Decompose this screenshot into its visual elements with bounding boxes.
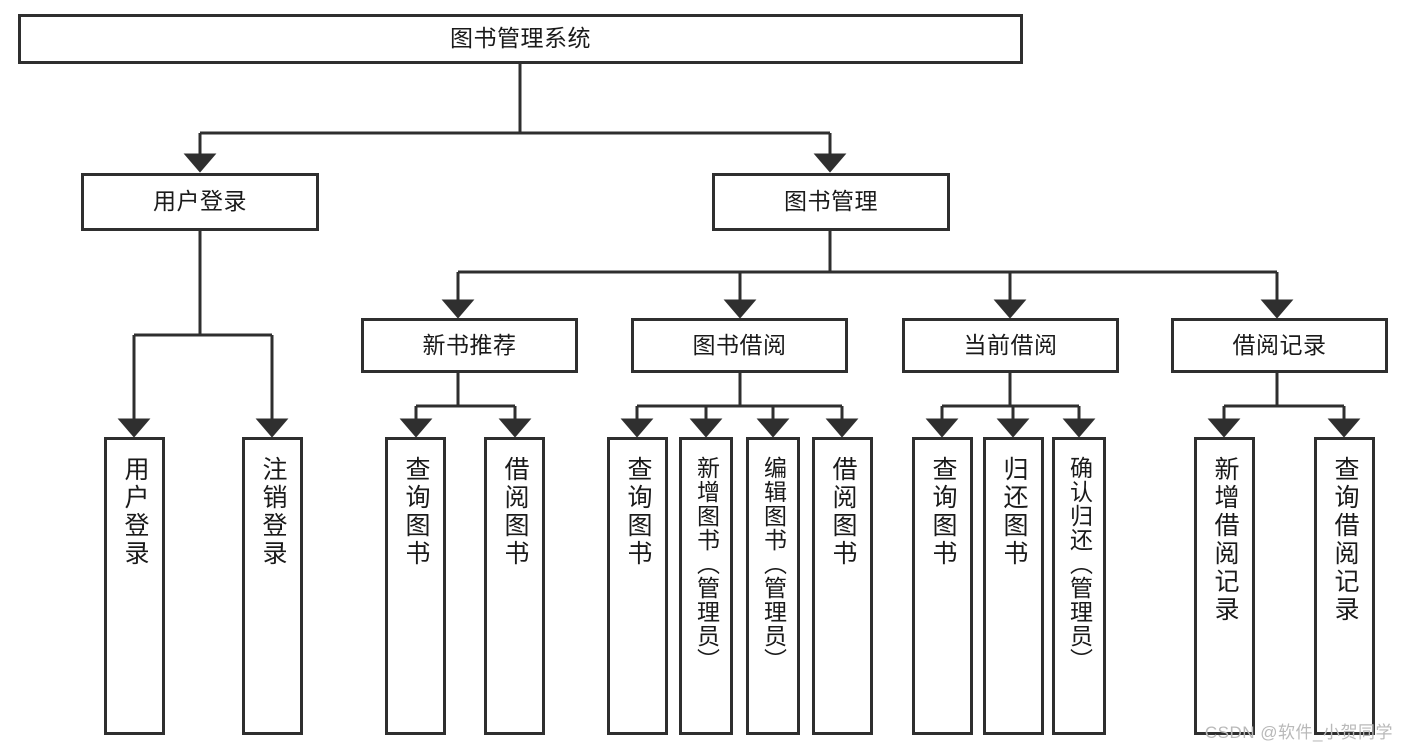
node-leaf-confirm-return-admin-label: 确认归还（管理员） xyxy=(1066,456,1093,672)
node-leaf-user-login[interactable]: 用户登录 xyxy=(104,437,165,735)
node-leaf-add-borrow-record-label: 新增借阅记录 xyxy=(1211,456,1239,624)
node-leaf-borrow-book[interactable]: 借阅图书 xyxy=(812,437,873,735)
node-borrow-record[interactable]: 借阅记录 xyxy=(1171,318,1388,373)
node-leaf-return-book-label: 归还图书 xyxy=(1000,456,1028,568)
node-leaf-borrow-book-recommend[interactable]: 借阅图书 xyxy=(484,437,545,735)
node-leaf-edit-book-admin-label: 编辑图书（管理员） xyxy=(760,456,787,672)
node-leaf-logout[interactable]: 注销登录 xyxy=(242,437,303,735)
node-book-borrow-label: 图书借阅 xyxy=(692,331,787,358)
node-leaf-query-book-borrow-label: 查询图书 xyxy=(624,456,652,568)
node-leaf-user-login-label: 用户登录 xyxy=(121,456,149,568)
node-new-book-recommend-label: 新书推荐 xyxy=(422,331,517,358)
node-root[interactable]: 图书管理系统 xyxy=(18,14,1023,64)
node-leaf-query-book-current[interactable]: 查询图书 xyxy=(912,437,973,735)
node-leaf-query-book-borrow[interactable]: 查询图书 xyxy=(607,437,668,735)
node-root-label: 图书管理系统 xyxy=(450,25,591,52)
node-leaf-logout-label: 注销登录 xyxy=(259,456,287,568)
node-leaf-return-book[interactable]: 归还图书 xyxy=(983,437,1044,735)
node-leaf-borrow-book-label: 借阅图书 xyxy=(829,456,857,568)
node-leaf-query-book-recommend[interactable]: 查询图书 xyxy=(385,437,446,735)
node-current-borrow[interactable]: 当前借阅 xyxy=(902,318,1119,373)
node-user-login-label: 用户登录 xyxy=(153,188,247,215)
node-leaf-confirm-return-admin[interactable]: 确认归还（管理员） xyxy=(1052,437,1106,735)
node-leaf-add-book-admin-label: 新增图书（管理员） xyxy=(693,456,720,672)
csdn-watermark: CSDN @软件_小贺同学 xyxy=(1204,723,1393,742)
node-leaf-add-borrow-record[interactable]: 新增借阅记录 xyxy=(1194,437,1255,735)
node-borrow-record-label: 借阅记录 xyxy=(1232,331,1327,358)
node-book-management-label: 图书管理 xyxy=(784,188,878,215)
node-leaf-borrow-book-recommend-label: 借阅图书 xyxy=(501,456,529,568)
node-leaf-query-book-current-label: 查询图书 xyxy=(929,456,957,568)
node-current-borrow-label: 当前借阅 xyxy=(963,331,1058,358)
node-book-management[interactable]: 图书管理 xyxy=(712,173,950,231)
node-leaf-add-book-admin[interactable]: 新增图书（管理员） xyxy=(679,437,733,735)
node-book-borrow[interactable]: 图书借阅 xyxy=(631,318,848,373)
node-leaf-query-book-recommend-label: 查询图书 xyxy=(402,456,430,568)
node-leaf-query-borrow-record[interactable]: 查询借阅记录 xyxy=(1314,437,1375,735)
node-leaf-edit-book-admin[interactable]: 编辑图书（管理员） xyxy=(746,437,800,735)
node-leaf-query-borrow-record-label: 查询借阅记录 xyxy=(1331,456,1359,624)
node-user-login[interactable]: 用户登录 xyxy=(81,173,319,231)
node-new-book-recommend[interactable]: 新书推荐 xyxy=(361,318,578,373)
